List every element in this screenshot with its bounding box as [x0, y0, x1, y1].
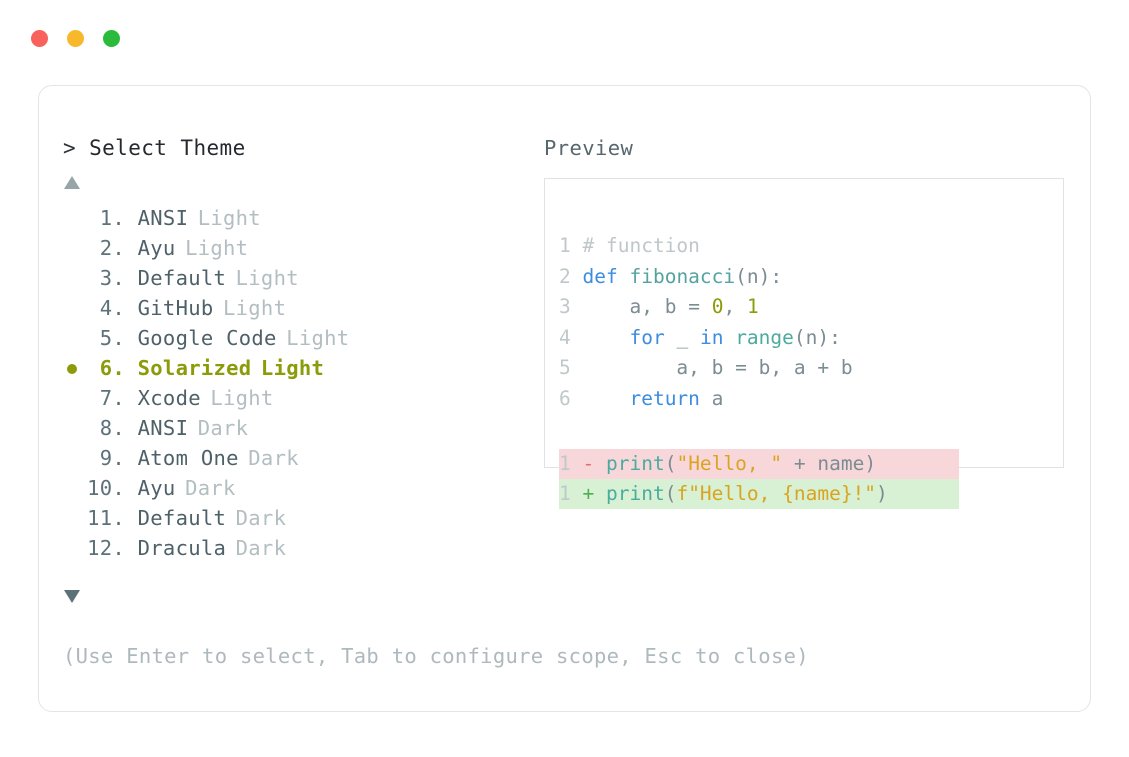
prompt-caret-icon: >	[63, 136, 77, 160]
theme-item-variant: Light	[235, 266, 299, 290]
theme-item-variant: Dark	[197, 416, 249, 440]
theme-list-item[interactable]: 3. Default Light	[63, 263, 533, 293]
theme-list-item[interactable]: 8. ANSI Dark	[63, 413, 533, 443]
line-number: 1	[559, 234, 571, 257]
theme-item-name: ANSI	[125, 416, 189, 440]
code-line: 5 a, b = b, a + b	[559, 356, 853, 379]
theme-list-item[interactable]: 1. ANSI Light	[63, 203, 533, 233]
theme-item-name: Google Code	[125, 326, 277, 350]
theme-list-item[interactable]: 7. Xcode Light	[63, 383, 533, 413]
theme-item-name: Dracula	[125, 536, 227, 560]
diff-preview: 1 - print("Hello, " + name)1 + print(f"H…	[559, 449, 959, 509]
theme-item-number: 3.	[99, 266, 125, 290]
theme-list-item[interactable]: 6. Solarized Light	[63, 353, 533, 383]
theme-item-number: 1.	[99, 206, 125, 230]
theme-item-variant: Light	[260, 356, 325, 380]
theme-item-name: Default	[125, 506, 227, 530]
code-line: 1 # function	[559, 234, 700, 257]
minimize-window-button[interactable]	[67, 30, 84, 47]
line-number: 2	[559, 264, 571, 288]
triangle-down-icon[interactable]	[64, 590, 80, 603]
code-line: 3 a, b = 0, 1	[559, 295, 759, 318]
preview-label: Preview	[544, 136, 634, 160]
theme-item-name: Ayu	[125, 476, 176, 500]
page-title: Select Theme	[89, 136, 246, 160]
maximize-window-button[interactable]	[103, 30, 120, 47]
theme-item-variant: Light	[286, 326, 350, 350]
line-number: 1	[559, 452, 571, 475]
theme-list-item[interactable]: 10. Ayu Dark	[63, 473, 533, 503]
theme-item-variant: Dark	[185, 476, 236, 500]
line-number: 4	[559, 325, 571, 349]
code-line: 6 return a	[559, 386, 724, 410]
theme-item-name: Ayu	[125, 236, 176, 260]
line-number: 5	[559, 356, 571, 379]
diff-sign: -	[582, 452, 595, 475]
theme-item-variant: Light	[210, 386, 274, 410]
theme-list-item[interactable]: 11. Default Dark	[63, 503, 533, 533]
theme-item-number: 5.	[99, 326, 125, 350]
keyboard-hint: (Use Enter to select, Tab to configure s…	[63, 644, 809, 668]
close-window-button[interactable]	[31, 30, 48, 47]
theme-list-item[interactable]: 9. Atom One Dark	[63, 443, 533, 473]
diff-line-plus: 1 + print(f"Hello, {name}!")	[559, 479, 959, 509]
theme-item-number: 6.	[99, 356, 125, 380]
theme-item-name: GitHub	[125, 296, 214, 320]
line-number: 3	[559, 295, 571, 318]
theme-list-item[interactable]: 12. Dracula Dark	[63, 533, 533, 563]
preview-box: 1 # function 2 def fibonacci(n): 3 a, b = …	[544, 178, 1064, 509]
theme-item-number: 8.	[99, 416, 125, 440]
theme-list-item[interactable]: 2. Ayu Light	[63, 233, 533, 263]
theme-item-variant: Light	[185, 236, 249, 260]
theme-item-number: 7.	[99, 386, 125, 410]
code-line: 2 def fibonacci(n):	[559, 264, 783, 288]
theme-item-variant: Light	[223, 296, 287, 320]
theme-item-number: 12.	[87, 536, 125, 560]
theme-item-variant: Dark	[248, 446, 299, 470]
diff-line-minus: 1 - print("Hello, " + name)	[559, 449, 959, 479]
window-traffic-lights	[31, 30, 120, 47]
code-preview: 1 # function 2 def fibonacci(n): 3 a, b = …	[559, 231, 853, 414]
theme-item-variant: Light	[197, 206, 261, 230]
diff-sign: +	[582, 482, 595, 505]
theme-item-name: Xcode	[125, 386, 201, 410]
theme-item-number: 11.	[87, 506, 125, 530]
theme-list-item[interactable]: 4. GitHub Light	[63, 293, 533, 323]
triangle-up-icon[interactable]	[64, 176, 80, 189]
theme-item-name: ANSI	[125, 206, 189, 230]
theme-list-item[interactable]: 5. Google Code Light	[63, 323, 533, 353]
theme-item-name: Solarized	[125, 356, 252, 380]
code-line: 4 for _ in range(n):	[559, 325, 841, 349]
line-number: 6	[559, 386, 571, 410]
theme-item-number: 4.	[99, 296, 125, 320]
prompt-header: > Select Theme	[63, 136, 246, 160]
theme-item-number: 9.	[99, 446, 125, 470]
theme-item-number: 10.	[87, 476, 125, 500]
selected-bullet-icon	[67, 364, 77, 374]
theme-item-name: Atom One	[125, 446, 239, 470]
theme-item-number: 2.	[99, 236, 125, 260]
line-number: 1	[559, 482, 571, 505]
theme-item-name: Default	[125, 266, 227, 290]
theme-item-variant: Dark	[235, 536, 287, 560]
theme-item-variant: Dark	[235, 506, 287, 530]
